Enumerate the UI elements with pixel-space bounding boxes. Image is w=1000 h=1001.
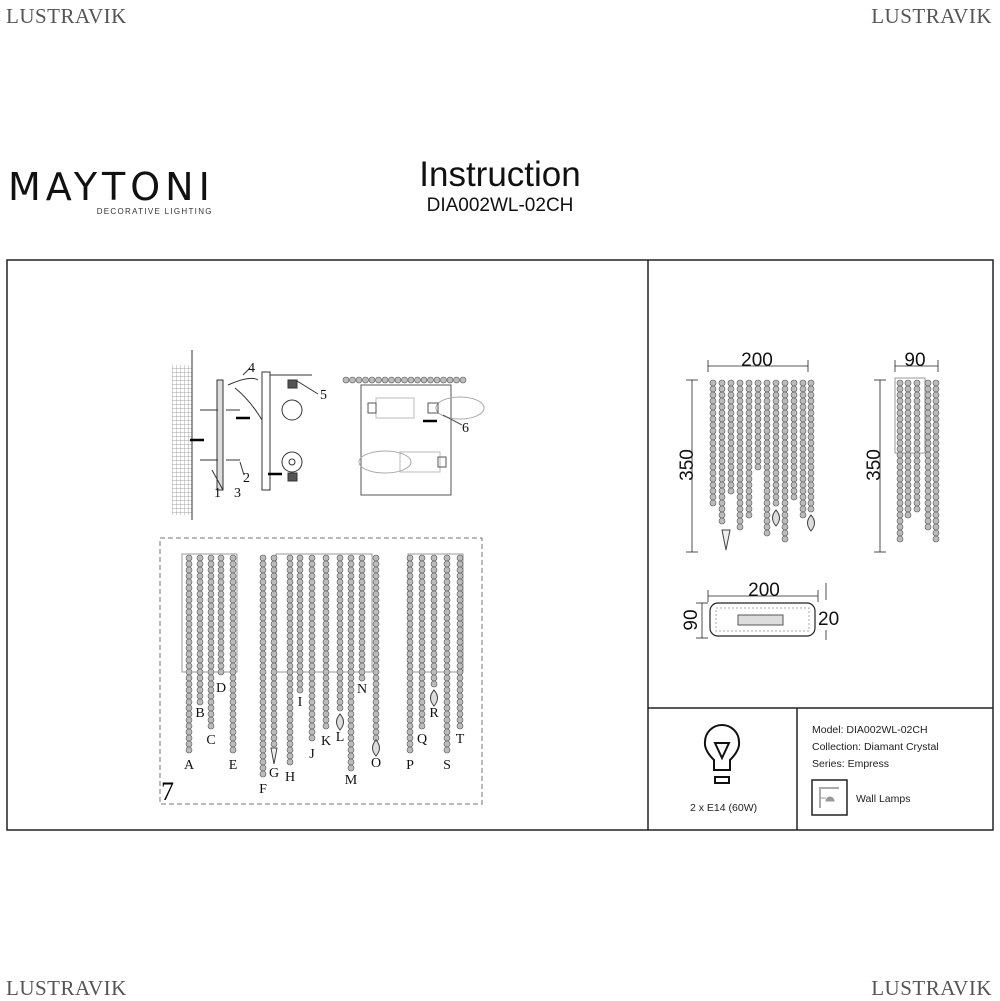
- bead: [414, 376, 421, 384]
- top-offset-label: 20: [818, 609, 839, 630]
- crystal-strand: [217, 554, 225, 676]
- crystal-strand: [336, 554, 344, 731]
- bead: [407, 376, 415, 384]
- front-height-label: 350: [677, 449, 698, 481]
- crystal-strand: [229, 554, 237, 754]
- bulb-spec: 2 x E14 (60W): [690, 802, 758, 814]
- step-number: 7: [161, 777, 174, 806]
- info-model: Model: DIA002WL-02CH: [812, 724, 928, 736]
- wall-lamp-icon: [811, 779, 848, 816]
- strand-label: A: [184, 758, 195, 773]
- page-title: Instruction: [419, 155, 581, 194]
- dimension-drawings: [686, 360, 940, 640]
- watermark-bottom-right: LUSTRAVIK: [871, 976, 992, 1000]
- part-label: 4: [248, 361, 255, 376]
- part-label: 5: [320, 388, 327, 403]
- crystal-strand: [296, 554, 304, 694]
- crystal-strand: [418, 554, 426, 730]
- strand-label: L: [336, 730, 345, 745]
- strand-label: E: [229, 758, 238, 773]
- strand-label: J: [309, 747, 315, 762]
- front-width-label: 200: [741, 350, 773, 371]
- bead: [388, 376, 395, 384]
- crystal-strand: [372, 554, 380, 757]
- crystal-strand: [270, 554, 278, 765]
- model-number: DIA002WL-02CH: [426, 195, 574, 216]
- bead: [375, 376, 382, 384]
- crystal-strand: [185, 554, 193, 754]
- strand-label: M: [345, 773, 358, 788]
- crystal-strands: [185, 376, 467, 778]
- info-collection: Collection: Diamant Crystal: [812, 741, 939, 753]
- logo-tagline: DECORATIVE LIGHTING: [96, 207, 213, 216]
- crystal-strand: [286, 554, 294, 766]
- bead: [453, 376, 460, 384]
- info-series: Series: Empress: [812, 758, 890, 770]
- bead: [342, 376, 350, 384]
- strand-label: S: [443, 758, 451, 773]
- crystal-strand: [207, 554, 215, 730]
- strand-label: O: [371, 756, 381, 771]
- bead: [349, 376, 356, 384]
- strand-label: B: [195, 706, 204, 721]
- strand-label: N: [357, 682, 367, 697]
- bead: [394, 376, 402, 384]
- side-height-label: 350: [864, 449, 885, 481]
- bead: [362, 376, 369, 384]
- strand-label: P: [406, 758, 414, 773]
- crystal-strand: [322, 554, 330, 730]
- bead: [427, 376, 434, 384]
- bead: [381, 376, 389, 384]
- wall-mount-diagram: [172, 350, 319, 520]
- step-7-frame: [159, 537, 483, 805]
- crystal-strand: [456, 554, 464, 730]
- part-label: 1: [214, 486, 221, 501]
- strand-label: H: [285, 770, 295, 785]
- bulb-insert-diagram: [358, 384, 485, 496]
- strand-label: I: [298, 695, 303, 710]
- strand-label: G: [269, 766, 279, 781]
- strand-label: F: [259, 782, 267, 797]
- crystal-strand: [430, 554, 438, 707]
- bead: [355, 376, 363, 384]
- strand-label: R: [429, 706, 439, 721]
- watermark-top-right: LUSTRAVIK: [871, 4, 992, 28]
- crystal-strand: [308, 554, 316, 742]
- strand-label: T: [456, 732, 465, 747]
- strand-label: D: [216, 681, 226, 696]
- strand-label: Q: [417, 732, 427, 747]
- bead: [459, 376, 467, 384]
- bead: [440, 376, 447, 384]
- main-frame: [6, 259, 994, 831]
- part-label: 6: [462, 421, 469, 436]
- bead: [401, 376, 408, 384]
- crystal-strand: [259, 554, 267, 778]
- maytoni-logo: MAYTONI DECORATIVE LIGHTING: [8, 165, 215, 216]
- info-type: Wall Lamps: [856, 793, 911, 805]
- part-label: 2: [243, 471, 250, 486]
- bead: [420, 376, 428, 384]
- strand-label: C: [206, 733, 215, 748]
- crystal-strand: [196, 554, 204, 706]
- top-depth-label: 90: [681, 609, 702, 630]
- crystal-strand: [358, 554, 366, 682]
- bead: [433, 376, 441, 384]
- watermark-top-left: LUSTRAVIK: [6, 4, 127, 28]
- crystal-strand: [443, 554, 451, 754]
- logo-name: MAYTONI: [8, 165, 215, 209]
- strand-label: K: [321, 734, 331, 749]
- part-label: 3: [234, 486, 241, 501]
- top-width-label: 200: [748, 580, 780, 601]
- watermark-bottom-left: LUSTRAVIK: [6, 976, 127, 1000]
- bulb-icon: [703, 724, 741, 784]
- crystal-strand: [347, 554, 355, 772]
- crystal-strand: [406, 554, 414, 754]
- bead: [446, 376, 454, 384]
- bead: [368, 376, 376, 384]
- side-depth-label: 90: [904, 350, 925, 371]
